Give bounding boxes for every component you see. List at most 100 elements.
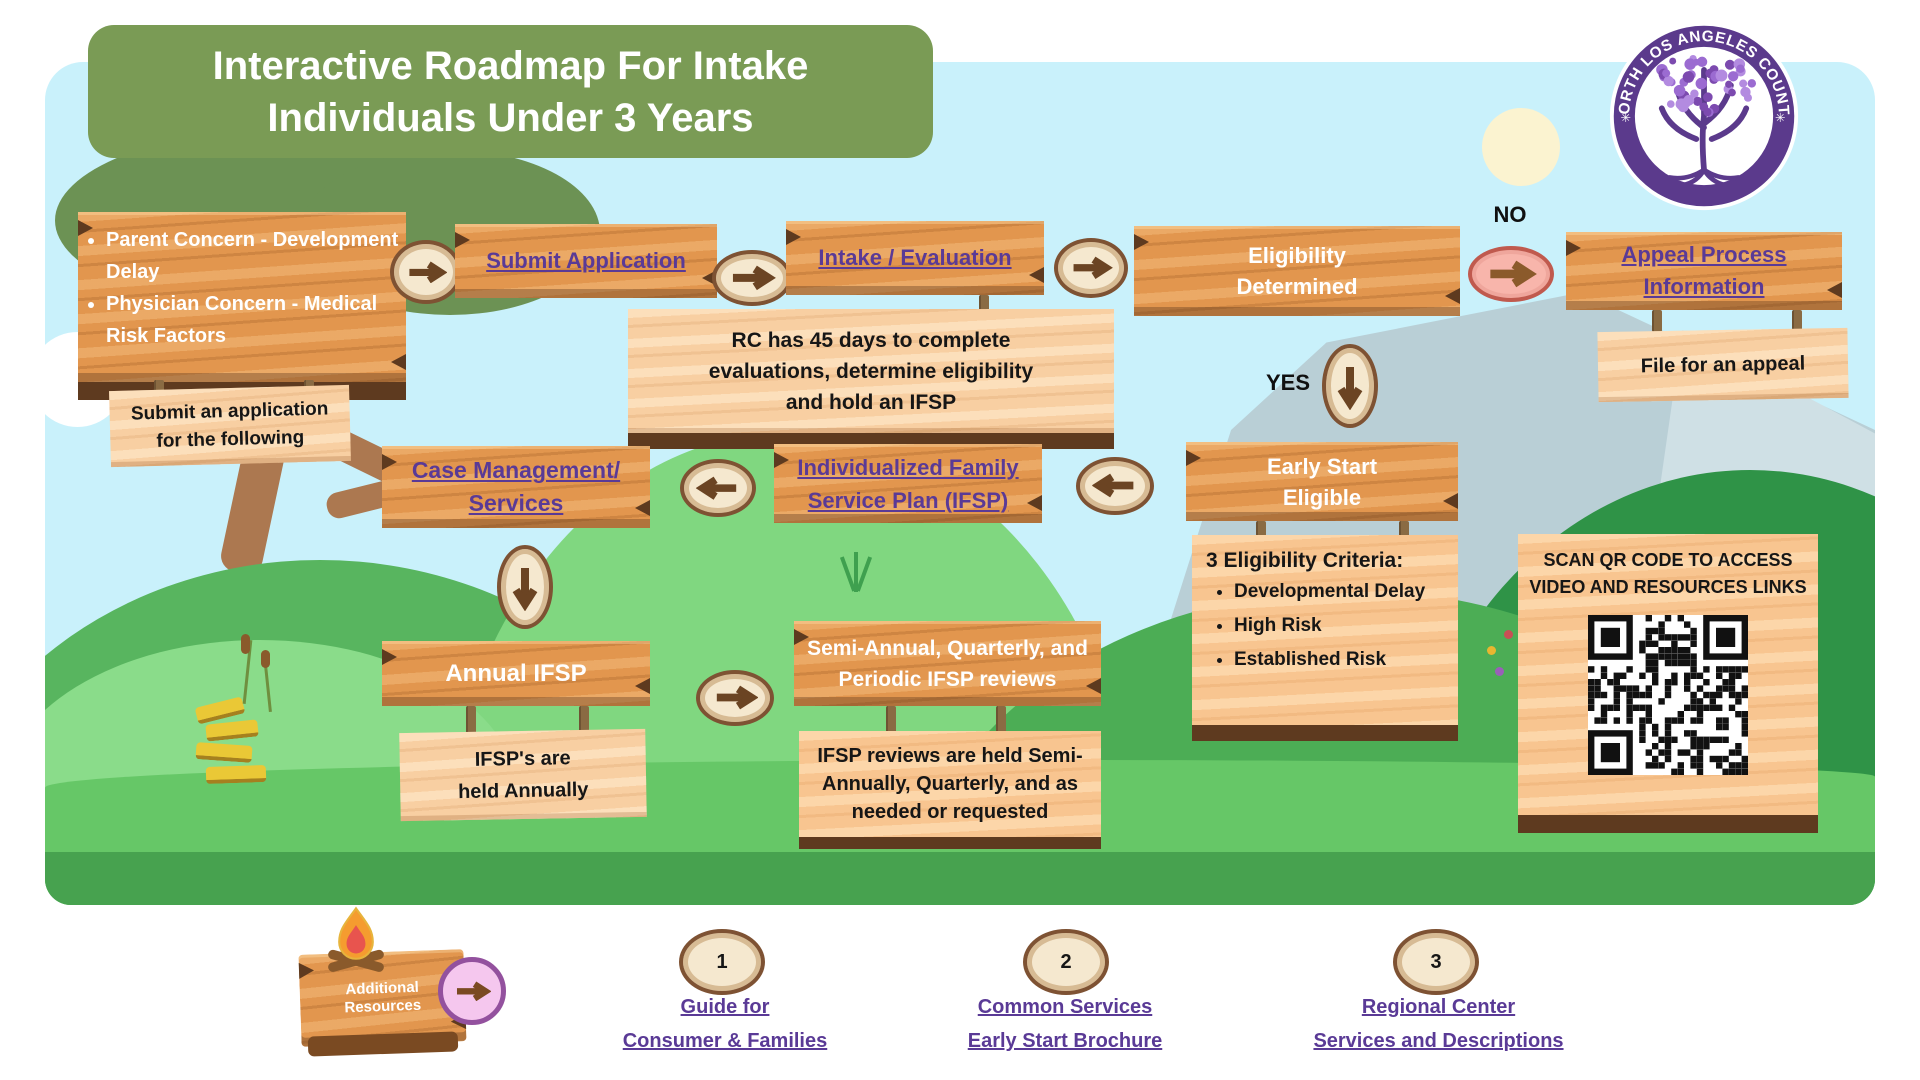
sprout [854, 552, 858, 592]
number-badge-2: 2 [1023, 929, 1109, 995]
page-title-line2: Individuals Under 3 Years [267, 95, 754, 140]
resource-link-2-line2[interactable]: Early Start Brochure [967, 1030, 1163, 1052]
case-mgmt-line2[interactable]: Services [468, 490, 564, 516]
badge-number: 1 [716, 950, 728, 973]
submit-application-label[interactable]: Submit Application [486, 248, 686, 273]
wildflower [1495, 667, 1504, 676]
left-arrow-icon [695, 476, 736, 500]
sign-line: Periodic IFSP reviews [838, 667, 1057, 691]
left-arrow-icon [1091, 474, 1134, 498]
note-line: needed or requested [851, 801, 1049, 823]
sign-line: Early Start [1266, 453, 1378, 479]
qr-sign: SCAN QR CODE TO ACCESS VIDEO AND RESOURC… [1518, 534, 1818, 833]
case-mgmt-line1[interactable]: Case Management/ [411, 457, 621, 483]
note-line: evaluations, determine eligibility [708, 359, 1034, 383]
annual-ifsp-note: IFSP's are held Annually [399, 728, 647, 822]
note-line: RC has 45 days to complete [731, 328, 1011, 352]
cattail-tip [261, 650, 270, 668]
concern-item: Physician Concern - Medical Risk Factors [106, 288, 406, 352]
resource-link-1-line2[interactable]: Consumer & Families [622, 1030, 828, 1052]
rope [1399, 521, 1409, 537]
intake-evaluation-label[interactable]: Intake / Evaluation [818, 245, 1012, 270]
appeal-line2[interactable]: Information [1643, 274, 1765, 299]
note-line: held Annually [457, 778, 589, 804]
right-arrow-icon [456, 981, 492, 1001]
criteria-heading: 3 Eligibility Criteria: [1206, 549, 1404, 572]
resource-link-2[interactable]: Common Services Early Start Brochure [940, 990, 1190, 1058]
reviews-sign: Semi-Annual, Quarterly, and Periodic IFS… [794, 621, 1101, 706]
ifsp-line2[interactable]: Service Plan (IFSP) [807, 487, 1009, 513]
logo-star: ✳ [1775, 111, 1785, 125]
post [466, 706, 476, 734]
submit-application-link[interactable]: Submit Application [455, 224, 717, 298]
concern-item: Parent Concern - Development Delay [106, 224, 406, 288]
right-arrow-icon [1073, 256, 1113, 280]
flow-arrow-right-3 [1054, 238, 1128, 298]
rope [1792, 310, 1802, 332]
number-badge-3: 3 [1393, 929, 1479, 995]
resource-link-2-line1[interactable]: Common Services [977, 996, 1153, 1018]
resource-link-3-line2[interactable]: Services and Descriptions [1313, 1030, 1564, 1052]
rope [1652, 310, 1662, 332]
rope [996, 706, 1006, 734]
additional-resources-arrow[interactable] [438, 957, 506, 1025]
nlacrc-logo: NORTH LOS ANGELES COUNTY REGIONAL CENTER… [1608, 20, 1799, 211]
title-banner: Interactive Roadmap For Intake Individua… [88, 25, 933, 158]
rc-45-days-note: RC has 45 days to complete evaluations, … [628, 309, 1114, 449]
note-line: IFSP's are [474, 747, 571, 771]
ifsp-line1[interactable]: Individualized Family [797, 454, 1019, 480]
submit-application-note: Submit an application for the following [109, 384, 351, 468]
logo-star: ✳ [1620, 111, 1630, 125]
wildflower [1487, 646, 1496, 655]
qr-code [1588, 615, 1748, 775]
rope [886, 706, 896, 734]
flow-arrow-right-1 [390, 240, 462, 304]
sign-base-plank [307, 1031, 459, 1057]
sign-line: Semi-Annual, Quarterly, and [807, 636, 1088, 660]
annual-ifsp-sign: Annual IFSP [382, 641, 650, 706]
campfire-icon [328, 906, 384, 972]
no-arrow [1468, 246, 1554, 302]
note-line: File for an appeal [1640, 352, 1806, 377]
file-appeal-note: File for an appeal [1597, 327, 1849, 403]
additional-resources-line: Resources [344, 996, 422, 1017]
grass-dark-band [45, 852, 1875, 905]
rope [979, 295, 989, 313]
criteria-item: Developmental Delay [1234, 575, 1425, 609]
page-title-line1: Interactive Roadmap For Intake [212, 43, 809, 88]
note-line: Annually, Quarterly, and as [822, 773, 1078, 795]
resource-link-3-line1[interactable]: Regional Center [1361, 996, 1516, 1018]
right-arrow-icon [1490, 260, 1537, 288]
appeal-process-link[interactable]: Appeal Process Information [1566, 232, 1842, 310]
badge-number: 2 [1060, 950, 1072, 973]
ifsp-link[interactable]: Individualized Family Service Plan (IFSP… [774, 444, 1042, 523]
note-line: and hold an IFSP [785, 390, 957, 414]
resource-link-1-line1[interactable]: Guide for [680, 996, 770, 1018]
number-badge-1: 1 [679, 929, 765, 995]
yes-down-arrow [1322, 344, 1378, 428]
appeal-line1[interactable]: Appeal Process [1621, 242, 1787, 267]
criteria-item: High Risk [1234, 609, 1425, 643]
eligibility-determined-sign: Eligibility Determined [1134, 226, 1460, 316]
flow-arrow-right-4 [696, 670, 774, 726]
sign-line: Determined [1236, 274, 1358, 299]
early-start-sign: Early Start Eligible [1186, 442, 1458, 521]
badge-number: 3 [1430, 950, 1442, 973]
eligibility-criteria-sign: 3 Eligibility Criteria: Developmental De… [1192, 535, 1458, 741]
qr-heading-line2: VIDEO AND RESOURCES LINKS [1529, 577, 1807, 597]
qr-heading-line1: SCAN QR CODE TO ACCESS [1543, 550, 1793, 570]
criteria-item: Established Risk [1234, 643, 1425, 677]
note-line: IFSP reviews are held Semi- [817, 745, 1083, 767]
cattail-tip [241, 634, 250, 654]
step-stone [205, 764, 267, 785]
concerns-sign: Parent Concern - Development Delay Physi… [78, 212, 406, 400]
reviews-note: IFSP reviews are held Semi- Annually, Qu… [799, 731, 1101, 849]
right-arrow-icon [716, 686, 759, 710]
case-management-link[interactable]: Case Management/ Services [382, 446, 650, 528]
post [579, 706, 589, 734]
right-arrow-icon [733, 265, 776, 291]
sign-line: Annual IFSP [445, 659, 587, 687]
resource-link-3[interactable]: Regional Center Services and Description… [1296, 990, 1581, 1058]
resource-link-1[interactable]: Guide for Consumer & Families [600, 990, 850, 1058]
intake-evaluation-link[interactable]: Intake / Evaluation [786, 221, 1044, 295]
